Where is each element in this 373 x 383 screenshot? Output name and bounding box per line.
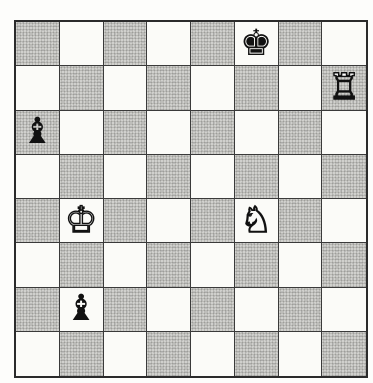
square-h8[interactable] xyxy=(322,22,366,66)
square-b7[interactable] xyxy=(60,66,104,110)
square-b5[interactable] xyxy=(60,155,104,199)
square-e8[interactable] xyxy=(191,22,235,66)
square-e5[interactable] xyxy=(191,155,235,199)
black-king-icon[interactable]: ♚ xyxy=(240,26,272,62)
square-b6[interactable] xyxy=(60,111,104,155)
square-c1[interactable] xyxy=(104,332,148,376)
square-e2[interactable] xyxy=(191,288,235,332)
square-c5[interactable] xyxy=(104,155,148,199)
square-g6[interactable] xyxy=(279,111,323,155)
white-knight-icon[interactable]: ♘ xyxy=(240,203,272,239)
square-c8[interactable] xyxy=(104,22,148,66)
square-a4[interactable] xyxy=(16,199,60,243)
square-g2[interactable] xyxy=(279,288,323,332)
square-b4[interactable]: ♔ xyxy=(60,199,104,243)
square-b3[interactable] xyxy=(60,243,104,287)
square-d7[interactable] xyxy=(147,66,191,110)
square-g4[interactable] xyxy=(279,199,323,243)
square-b2[interactable]: ♝ xyxy=(60,288,104,332)
square-b1[interactable] xyxy=(60,332,104,376)
square-e3[interactable] xyxy=(191,243,235,287)
square-f6[interactable] xyxy=(235,111,279,155)
square-g5[interactable] xyxy=(279,155,323,199)
square-f8[interactable]: ♚ xyxy=(235,22,279,66)
square-a6[interactable]: ♝ xyxy=(16,111,60,155)
square-c4[interactable] xyxy=(104,199,148,243)
square-f4[interactable]: ♘ xyxy=(235,199,279,243)
square-h2[interactable] xyxy=(322,288,366,332)
square-c3[interactable] xyxy=(104,243,148,287)
square-c2[interactable] xyxy=(104,288,148,332)
white-rook-icon[interactable]: ♖ xyxy=(328,70,360,106)
square-h6[interactable] xyxy=(322,111,366,155)
square-f1[interactable] xyxy=(235,332,279,376)
square-c6[interactable] xyxy=(104,111,148,155)
square-h7[interactable]: ♖ xyxy=(322,66,366,110)
square-g1[interactable] xyxy=(279,332,323,376)
square-h4[interactable] xyxy=(322,199,366,243)
square-d6[interactable] xyxy=(147,111,191,155)
square-e4[interactable] xyxy=(191,199,235,243)
square-h1[interactable] xyxy=(322,332,366,376)
square-d1[interactable] xyxy=(147,332,191,376)
square-a5[interactable] xyxy=(16,155,60,199)
square-f3[interactable] xyxy=(235,243,279,287)
square-a8[interactable] xyxy=(16,22,60,66)
square-e1[interactable] xyxy=(191,332,235,376)
square-g3[interactable] xyxy=(279,243,323,287)
square-b8[interactable] xyxy=(60,22,104,66)
square-d5[interactable] xyxy=(147,155,191,199)
black-bishop-icon[interactable]: ♝ xyxy=(21,114,53,150)
square-g8[interactable] xyxy=(279,22,323,66)
square-f5[interactable] xyxy=(235,155,279,199)
square-e7[interactable] xyxy=(191,66,235,110)
square-d4[interactable] xyxy=(147,199,191,243)
square-d2[interactable] xyxy=(147,288,191,332)
square-f7[interactable] xyxy=(235,66,279,110)
square-d3[interactable] xyxy=(147,243,191,287)
square-c7[interactable] xyxy=(104,66,148,110)
square-h5[interactable] xyxy=(322,155,366,199)
black-bishop-icon[interactable]: ♝ xyxy=(65,291,97,327)
square-a2[interactable] xyxy=(16,288,60,332)
square-f2[interactable] xyxy=(235,288,279,332)
square-a7[interactable] xyxy=(16,66,60,110)
square-g7[interactable] xyxy=(279,66,323,110)
square-h3[interactable] xyxy=(322,243,366,287)
square-e6[interactable] xyxy=(191,111,235,155)
square-d8[interactable] xyxy=(147,22,191,66)
chess-board: ♚ ♖ ♝ ♔ ♘ ♝ xyxy=(14,20,368,378)
square-a3[interactable] xyxy=(16,243,60,287)
white-king-icon[interactable]: ♔ xyxy=(65,203,97,239)
square-a1[interactable] xyxy=(16,332,60,376)
